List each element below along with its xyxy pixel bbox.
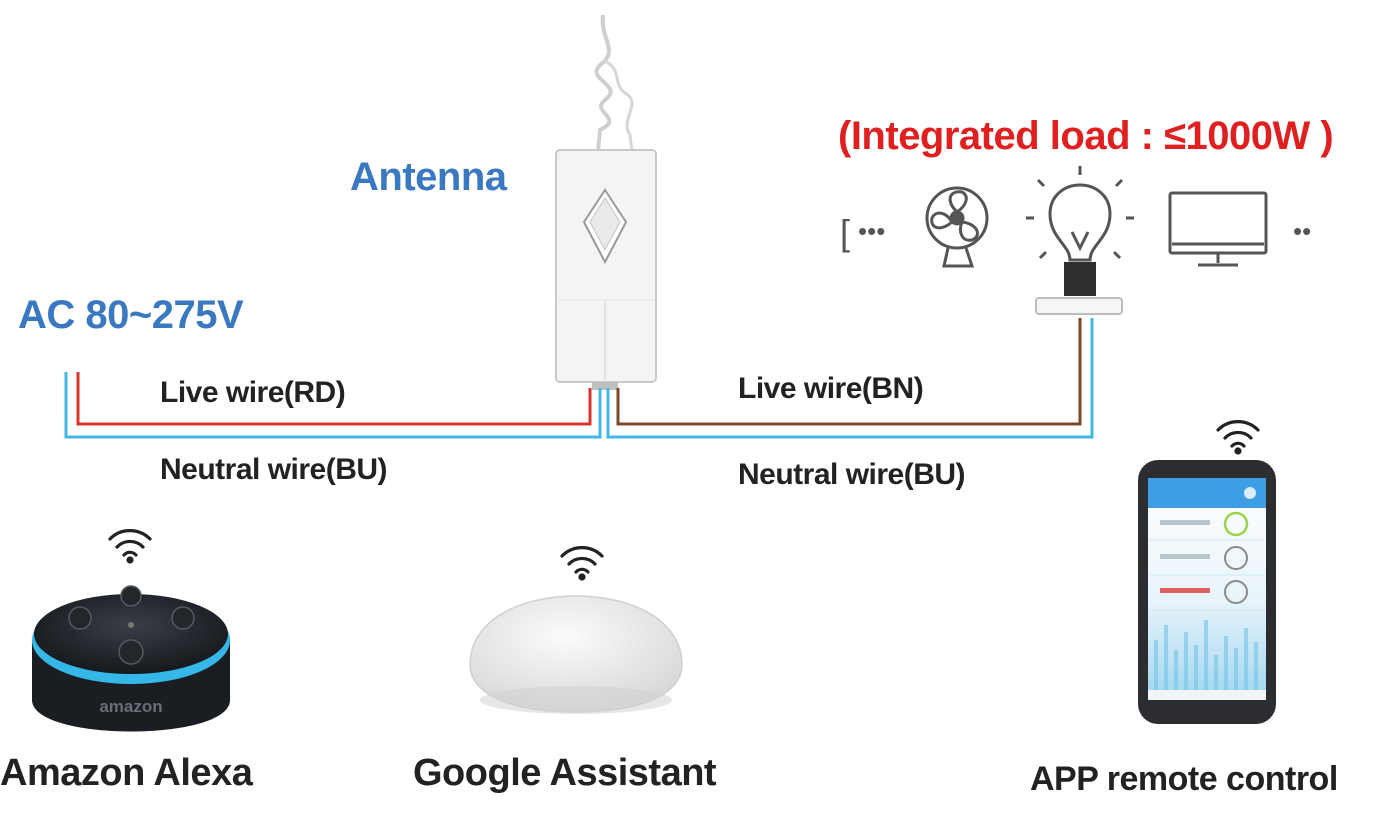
- smart-switch-module-icon: [555, 149, 657, 390]
- app-label: APP remote control: [1030, 760, 1338, 798]
- neutral-wire-in: [64, 372, 602, 439]
- wifi-icon: [560, 546, 604, 581]
- load-label: (Integrated load : ≤1000W ): [838, 114, 1334, 158]
- light-bulb-icon: [1026, 166, 1134, 315]
- load-dots-right: ••: [1293, 216, 1311, 246]
- ac-input-label: AC 80~275V: [18, 293, 244, 337]
- live-wire-out: [616, 318, 1082, 426]
- live-wire-in: [76, 372, 592, 426]
- live-wire-in-label: Live wire(RD): [160, 376, 346, 409]
- fan-icon: [925, 186, 989, 268]
- load-dots-left: •••: [858, 216, 885, 246]
- wifi-icon: [108, 529, 152, 564]
- alexa-label: Amazon Alexa: [0, 752, 253, 794]
- antenna-wire-2: [602, 58, 634, 153]
- load-open-bracket: [: [840, 212, 850, 253]
- live-wire-out-label: Live wire(BN): [738, 372, 924, 405]
- antenna-label: Antenna: [350, 155, 507, 199]
- echo-dot-icon: [32, 585, 230, 732]
- monitor-icon: [1168, 191, 1268, 267]
- neutral-wire-out-label: Neutral wire(BU): [738, 458, 966, 491]
- neutral-wire-out: [606, 318, 1094, 439]
- antenna-wire: [594, 14, 613, 153]
- neutral-wire-in-label: Neutral wire(BU): [160, 453, 388, 486]
- google-label: Google Assistant: [413, 752, 717, 794]
- google-home-mini-icon: [469, 595, 683, 714]
- amazon-logo: amazon: [99, 697, 162, 716]
- smartphone-icon: [1138, 460, 1276, 724]
- wifi-icon: [1216, 420, 1260, 455]
